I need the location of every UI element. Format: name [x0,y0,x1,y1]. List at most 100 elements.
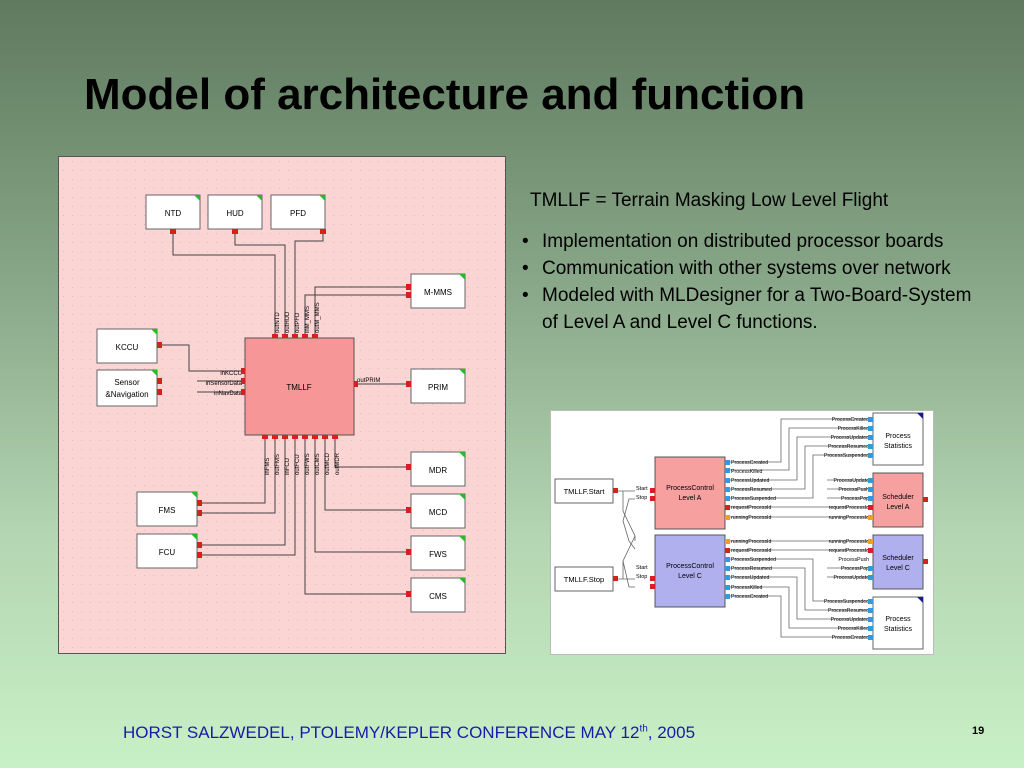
sched-port-markers [613,417,928,640]
port-out-mmms: outM_MMS [315,302,321,333]
pc-a-line2: Level A [679,495,702,502]
sched-c-line1: Scheduler [882,555,914,562]
sched-a-port: ProcessUpdate [834,478,870,484]
scheduler-c-block: Scheduler Level C [872,534,924,590]
prim-label: PRIM [428,383,448,392]
start-port-a: Start [636,486,648,492]
stats-bottom-port: ProcessResumed [828,608,869,614]
port-out-pfd: outPFD [295,312,301,333]
kccu-label: KCCU [116,343,139,352]
kccu-block: KCCU [96,328,158,364]
tmllf-stop-block: TMLLF.Stop [554,566,614,592]
stats-top-port-labels: ProcessCreated ProcessKilled ProcessUpda… [824,417,869,459]
pc-a-port: ProcessUpdated [731,478,769,484]
pc-a-line1: ProcessControl [666,485,714,492]
cms-label: CMS [429,592,447,601]
sched-c-port: ProcessPush [838,557,869,563]
pc-c-port: ProcessSuspended [731,557,776,563]
sched-c-port: ProcessPop [841,566,869,572]
port-in-kccu: inKCCU [220,371,242,377]
port-in-fcu: inFCU [285,458,291,475]
pc-a-port: ProcessResumed [731,487,772,493]
mdr-block: MDR [410,451,466,487]
navigation-label: &Navigation [105,390,148,399]
stats-bottom-port: ProcessUpdated [831,617,869,623]
architecture-diagram: NTD HUD PFD M-MMS KCCU Sensor &Navigatio… [58,156,506,654]
fcu-label: FCU [159,548,176,557]
port-in-mmms: inM_MMS [305,306,311,333]
pc-c-line1: ProcessControl [666,563,714,570]
fws-label: FWS [429,550,447,559]
port-in-fms: inFMS [265,458,271,475]
stats-bottom-block: Process Statistics [872,596,924,650]
pc-c-port: runningProcessId [731,539,771,545]
pc-c-port: requestProcessId [731,548,771,554]
fms-label: FMS [159,506,176,515]
cms-block: CMS [410,577,466,613]
pc-a-port: requestProcessId [731,505,771,511]
scheduler-diagram-svg: TMLLF.Start TMLLF.Stop ProcessControl Le… [554,412,928,650]
description-panel: TMLLF = Terrain Masking Low Level Flight… [520,190,980,336]
bullet-item: Communication with other systems over ne… [520,255,980,282]
pc-a-port-labels: ProcessCreated ProcessKilled ProcessUpda… [731,460,776,521]
sensor-navigation-block: Sensor &Navigation [96,369,158,407]
pc-a-port: ProcessCreated [731,460,768,466]
tmllf-start-label: TMLLF.Start [564,487,606,496]
slide-title: Model of architecture and function [84,70,806,119]
stats-top-line2: Statistics [884,443,913,450]
pc-a-port: ProcessSuspended [731,496,776,502]
sched-c-port: runningProcessId [829,539,869,545]
mdr-label: MDR [429,466,447,475]
footer-year: , 2005 [647,723,696,742]
footer: HORST SALZWEDEL, PTOLEMY/KEPLER CONFEREN… [123,723,695,743]
sched-a-line1: Scheduler [882,494,914,501]
pfd-block: PFD [270,194,326,230]
scheduler-diagram: TMLLF.Start TMLLF.Stop ProcessControl Le… [550,410,934,655]
fms-block: FMS [136,491,198,527]
stats-bottom-line2: Statistics [884,626,913,633]
stats-top-port: ProcessSuspended [824,453,869,459]
fws-block: FWS [410,535,466,571]
sched-a-port: ProcessPush [838,487,869,493]
port-in-nav-data: inNavData [214,391,243,397]
tmllf-top-ports: outNTD outHUD outPFD inM_MMS outM_MMS [275,302,321,333]
sched-a-port: runningProcessId [829,515,869,521]
mcd-label: MCD [429,508,447,517]
port-out-prim: outPRIM [357,378,380,384]
port-in-sensor-data: inSensorData [206,381,243,387]
pc-a-port: runningProcessId [731,515,771,521]
stats-top-port: ProcessCreated [832,417,869,423]
mmms-label: M-MMS [424,288,452,297]
page-number: 19 [972,725,985,737]
stats-top-block: Process Statistics [872,412,924,466]
port-out-ntd: outNTD [275,312,281,333]
footer-superscript: th [639,723,648,735]
sched-a-line2: Level A [887,504,910,511]
tmllf-label: TMLLF [286,383,311,392]
stats-bottom-port: ProcessKilled [838,626,870,632]
scheduler-a-block: Scheduler Level A [872,472,924,528]
bullet-item: Modeled with MLDesigner for a Two-Board-… [520,282,980,336]
tmllf-stop-label: TMLLF.Stop [564,575,604,584]
pc-c-port: ProcessKilled [731,585,763,591]
stats-bottom-port: ProcessSuspended [824,599,869,605]
start-port-c: Start [636,565,648,571]
mcd-block: MCD [410,493,466,529]
port-out-hud: outHUD [285,311,291,333]
bullet-list: Implementation on distributed processor … [520,228,980,336]
pc-c-port: ProcessResumed [731,566,772,572]
ntd-block: NTD [145,194,201,230]
stats-top-port: ProcessResumed [828,444,869,450]
port-out-fws: outFWS [305,453,311,475]
port-out-mcd: outMCD [325,452,331,475]
tmllf-bottom-ports: inFMS outFMS inFCU outFCU outFWS outCMS … [265,452,341,475]
stats-top-line1: Process [885,433,911,440]
stats-top-port: ProcessUpdated [831,435,869,441]
sched-c-port: ProcessUpdate [834,575,870,581]
pc-c-port: ProcessUpdated [731,575,769,581]
tmllf-definition: TMLLF = Terrain Masking Low Level Flight [530,190,889,211]
mmms-block: M-MMS [410,273,466,309]
sched-a-port: ProcessPop [841,496,869,502]
architecture-diagram-svg: NTD HUD PFD M-MMS KCCU Sensor &Navigatio… [96,194,466,613]
sched-c-port-labels: runningProcessId requestProcessId Proces… [829,539,869,581]
